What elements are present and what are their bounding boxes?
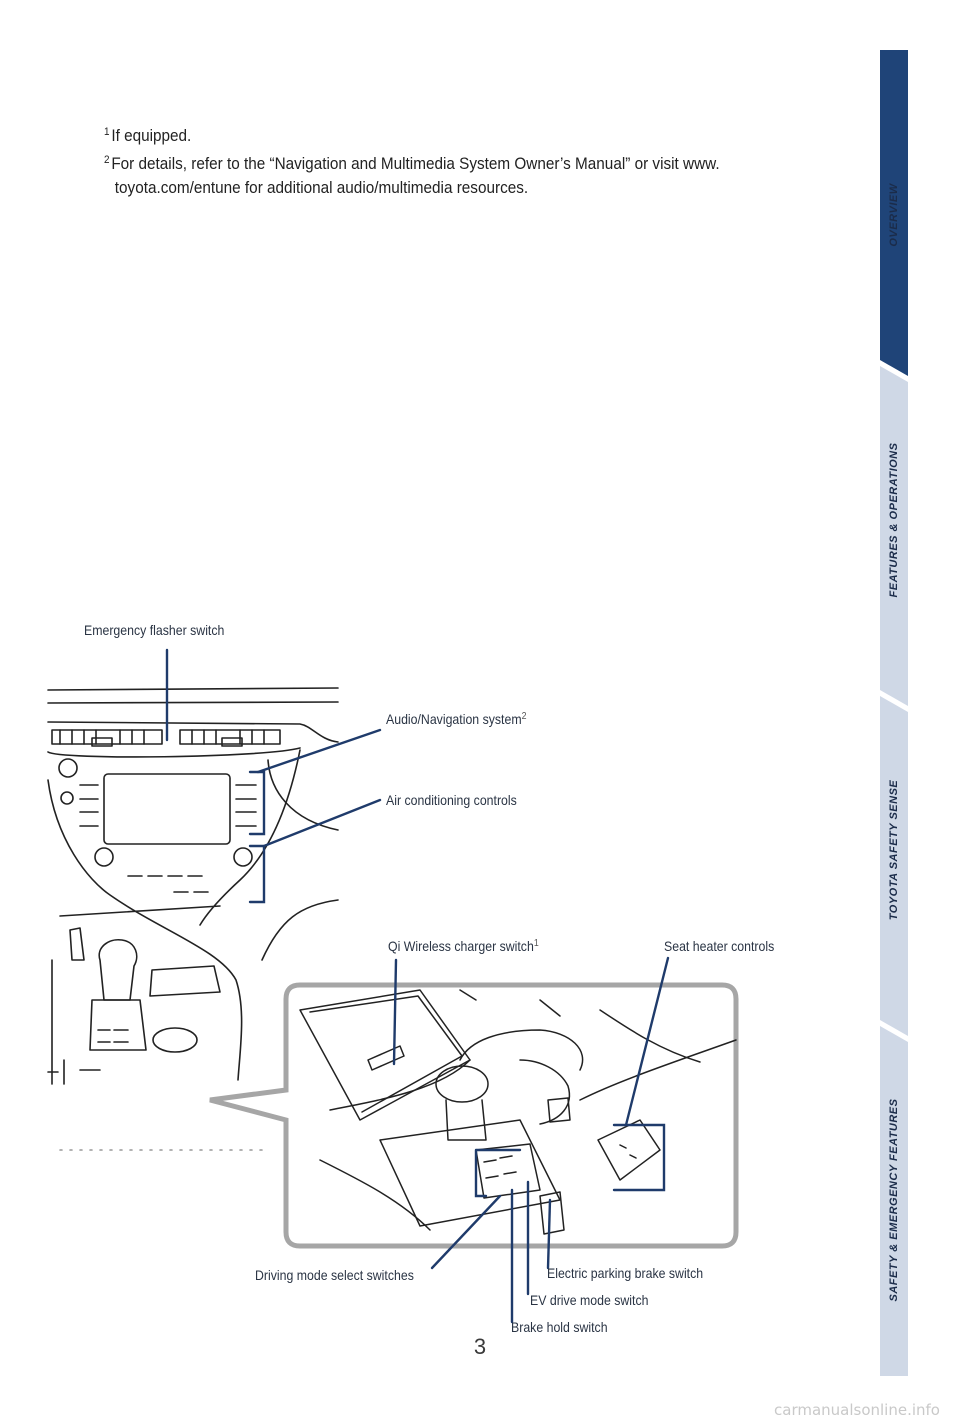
tab-shape-safety-emergency	[880, 1026, 908, 1376]
tab-features-operations[interactable]: FEATURES & OPERATIONS	[880, 420, 908, 620]
leader-driving-mode	[430, 1194, 502, 1270]
page-number: 3	[473, 1334, 487, 1359]
display-screen	[103, 773, 231, 845]
sidebar-tabs	[880, 50, 908, 1376]
tab-overview-label: OVERVIEW	[888, 183, 900, 247]
cup-holder	[152, 1027, 198, 1053]
tab-overview[interactable]: OVERVIEW	[880, 150, 908, 280]
footnote-1-mark: 1	[104, 126, 110, 138]
tab-toyota-safety-sense-label: TOYOTA SAFETY SENSE	[888, 779, 900, 921]
label-audio-navigation: Audio/Navigation system2	[386, 711, 526, 727]
label-audio-navigation-text: Audio/Navigation system	[386, 711, 522, 727]
bracket-ac	[248, 844, 266, 904]
bracket-driving-mode	[474, 1148, 522, 1198]
tab-safety-emergency-label: SAFETY & EMERGENCY FEATURES	[888, 1098, 900, 1302]
watermark: carmanualsonline.info	[774, 1401, 940, 1419]
bracket-seat-heater	[612, 1123, 666, 1192]
label-seat-heater: Seat heater controls	[664, 938, 775, 954]
volume-knob	[58, 758, 78, 778]
shift-knob	[435, 1065, 489, 1103]
footnote-2-mark: 2	[104, 154, 110, 166]
right-vent	[179, 729, 281, 745]
seat-heater-buttons	[597, 1119, 661, 1181]
shifter	[98, 938, 138, 1001]
leader-audio	[256, 728, 382, 774]
label-qi-charger-text: Qi Wireless charger switch	[388, 938, 534, 954]
label-emergency-flasher: Emergency flasher switch	[84, 622, 225, 638]
tab-shape-safety-sense	[880, 696, 908, 1036]
tab-shape-overview	[880, 50, 908, 376]
label-driving-mode: Driving mode select switches	[255, 1267, 414, 1283]
footnote-1-text: If equipped.	[111, 126, 192, 145]
bracket-audio	[248, 770, 266, 836]
tune-knob	[233, 847, 253, 867]
zoom-bubble	[209, 982, 739, 1249]
center-stack-left-edge	[47, 779, 243, 1081]
label-ev-drive-mode: EV drive mode switch	[530, 1292, 649, 1308]
leader-qi	[392, 958, 398, 1066]
label-audio-navigation-mark: 2	[521, 711, 527, 722]
tab-shape-features	[880, 366, 908, 706]
label-qi-charger: Qi Wireless charger switch1	[388, 938, 539, 954]
tab-safety-emergency[interactable]: SAFETY & EMERGENCY FEATURES	[880, 1080, 908, 1320]
console-detail	[299, 989, 737, 1235]
tab-toyota-safety-sense[interactable]: TOYOTA SAFETY SENSE	[880, 760, 908, 940]
label-electric-parking-brake: Electric parking brake switch	[547, 1265, 704, 1281]
footnote-2-text-line2: toyota.com/entune for additional audio/m…	[114, 178, 529, 197]
label-brake-hold: Brake hold switch	[511, 1319, 608, 1335]
left-vent	[51, 729, 163, 745]
sidebar-tab-shapes	[880, 50, 908, 1376]
tab-features-operations-label: FEATURES & OPERATIONS	[888, 442, 900, 598]
footnote-2-text-line1: For details, refer to the “Navigation an…	[111, 154, 720, 173]
callout-lines	[165, 648, 670, 1324]
label-qi-charger-mark: 1	[533, 938, 539, 949]
label-air-conditioning: Air conditioning controls	[386, 792, 517, 808]
dash-line-top	[47, 687, 339, 691]
leader-ac	[262, 798, 382, 848]
leader-seat-heater	[624, 956, 670, 1127]
leader-parking-brake	[546, 1198, 552, 1270]
